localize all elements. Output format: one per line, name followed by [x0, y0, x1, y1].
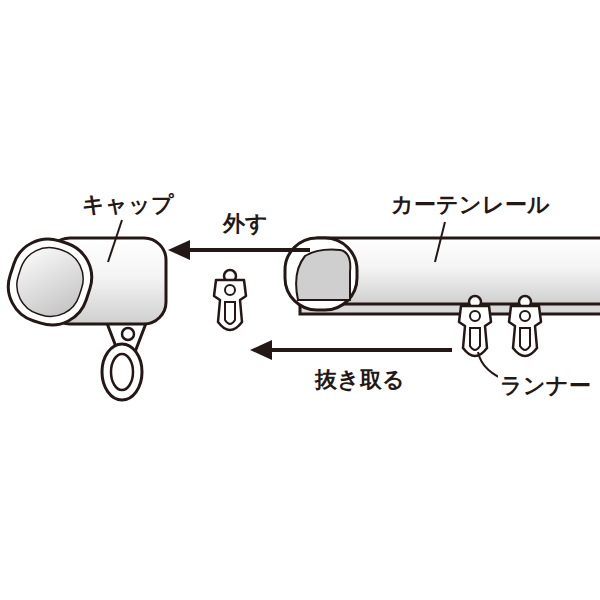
part-label: キャップ: [80, 193, 176, 217]
part-label: 外す: [221, 212, 270, 236]
part-label: ランナー: [498, 374, 593, 398]
part-label: 抜き取る: [313, 368, 407, 392]
arrow: [168, 240, 452, 360]
curtain-rail: [285, 238, 600, 314]
runner: [214, 270, 246, 330]
runner: [459, 296, 491, 356]
runner: [509, 296, 541, 356]
leader-line: [108, 220, 510, 382]
part-label: カーテンレール: [389, 193, 552, 217]
cap: [0, 230, 166, 400]
